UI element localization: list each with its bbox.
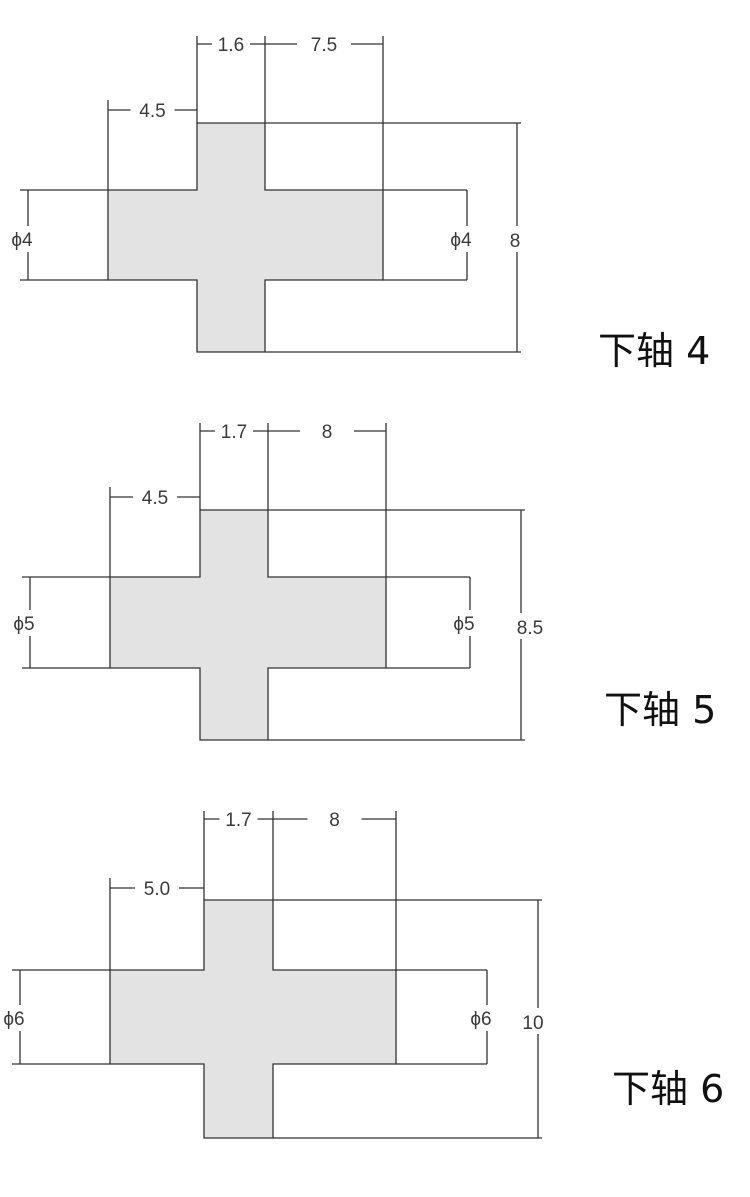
dimension-height: 10 [522,1013,543,1034]
label-background [307,809,362,829]
label-background [442,610,488,636]
diagram-title: 下轴 5 [604,688,716,732]
dimension-left-diameter: ϕ6 [3,1009,24,1030]
dimension-left-diameter: ϕ4 [11,230,33,251]
dimension-stem-width: 1.7 [225,810,251,831]
label-background [219,809,258,829]
dimension-arm-length: 8 [329,810,340,831]
diagram-title: 下轴 6 [612,1067,724,1111]
dimension-height: 8 [510,231,521,252]
dimension-right-diameter: ϕ4 [450,230,472,251]
dimension-left-length: 4.5 [142,488,168,509]
label-background [130,100,175,120]
label-background [459,1005,505,1031]
dimension-right-diameter: ϕ5 [453,614,474,635]
label-background [439,226,485,252]
shaft-cross-section [109,509,387,741]
label-background [4,610,48,636]
label-background [133,487,177,507]
shaft-cross-section [109,899,397,1139]
dimension-arm-length: 8 [322,422,333,443]
label-background [2,226,46,252]
dimension-left-diameter: ϕ5 [13,614,34,635]
label-background [215,421,253,441]
label-background [300,421,354,441]
diagram-title: 下轴 4 [598,329,710,373]
label-background [0,1005,38,1031]
label-background [514,613,550,639]
dimension-left-length: 4.5 [139,101,165,122]
label-background [297,34,351,54]
label-background [212,34,250,54]
dimension-right-diameter: ϕ6 [470,1009,491,1030]
shaft-diagram-2: 1.7 8 4.5 ϕ5 ϕ5 8.5 下轴 5 [4,421,716,741]
dimension-height: 8.5 [517,618,543,639]
label-background [135,878,179,898]
dimension-stem-width: 1.6 [218,35,244,56]
shaft-diagram-3: 1.7 8 5.0 ϕ6 ϕ6 10 下轴 6 [0,809,724,1139]
shaft-diagram-1: 1.6 7.5 4.5 ϕ4 ϕ4 8 下轴 4 [2,34,710,373]
dimension-left-length: 5.0 [144,879,170,900]
label-background [499,226,535,252]
dimension-stem-width: 1.7 [221,422,247,443]
label-background [517,1008,553,1034]
shaft-cross-section [107,122,384,353]
dimension-arm-length: 7.5 [311,35,337,56]
